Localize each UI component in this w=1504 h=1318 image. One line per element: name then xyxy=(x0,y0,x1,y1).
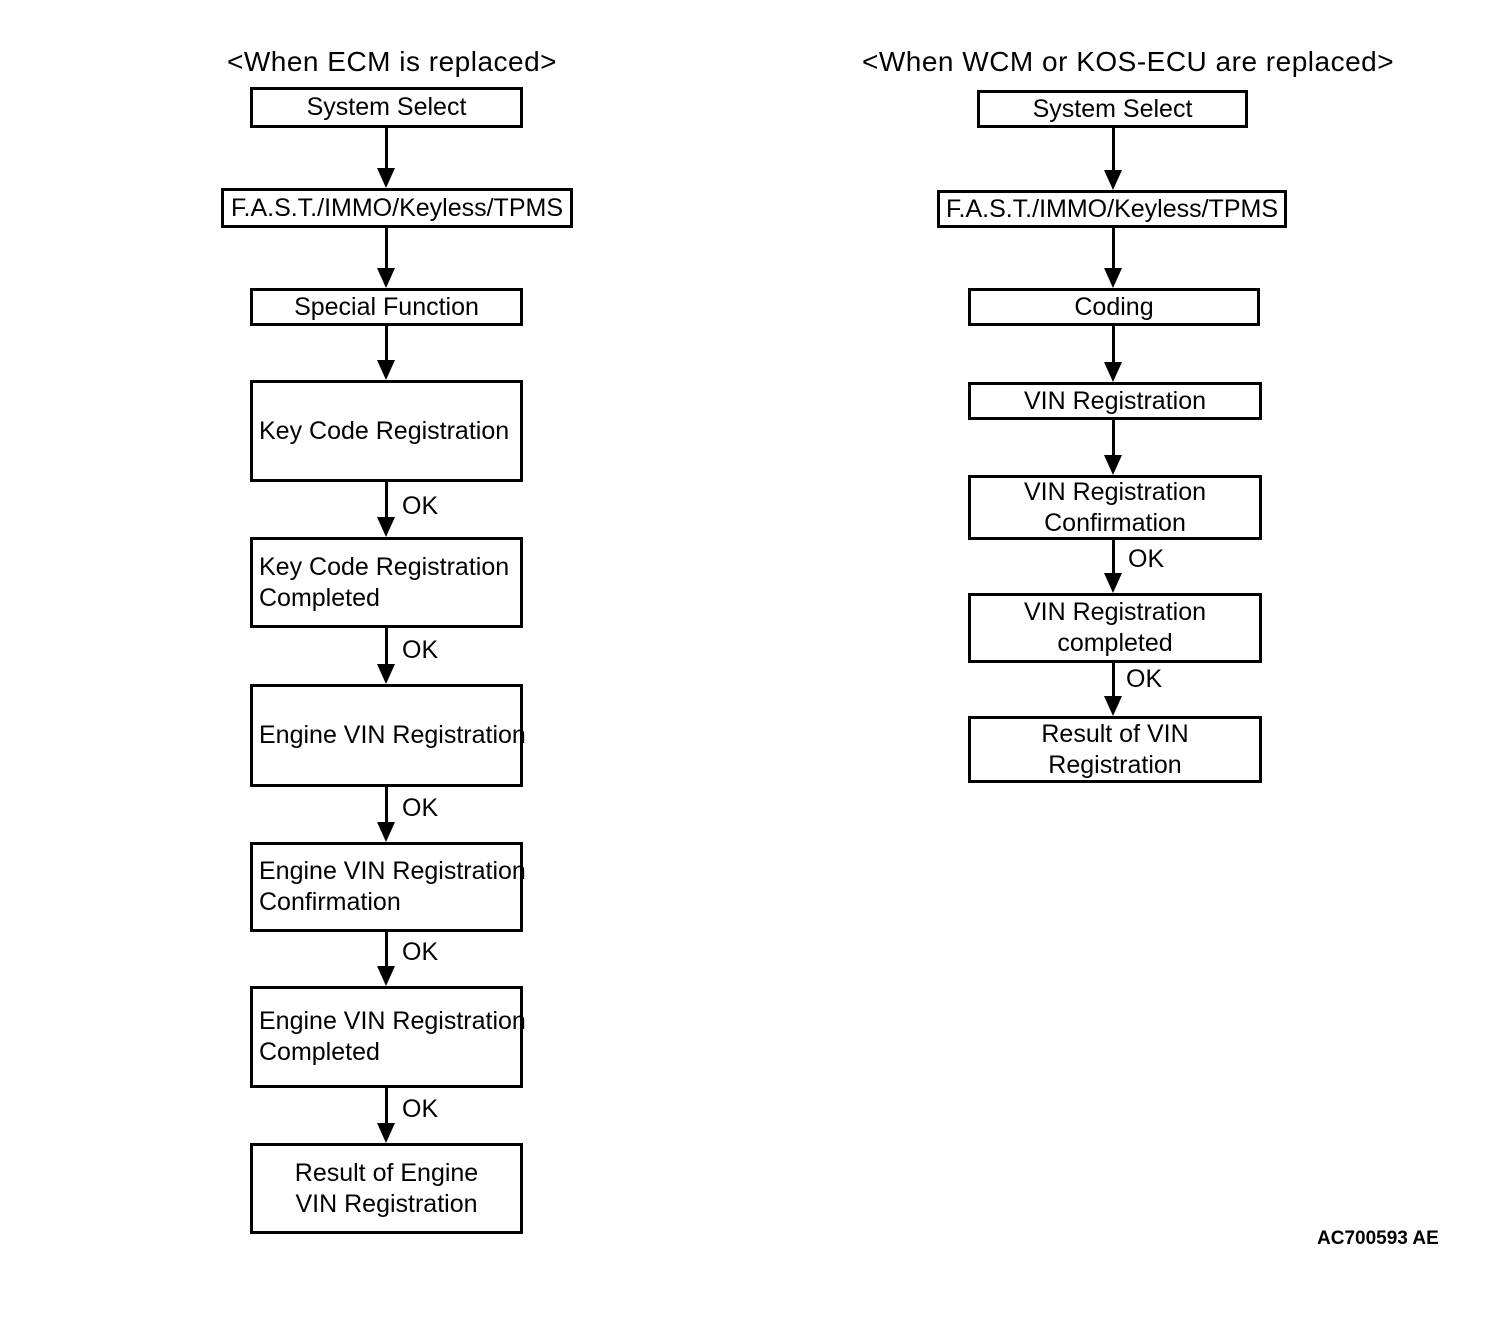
figure-code: AC700593 AE xyxy=(1317,1228,1439,1249)
arrow-shaft xyxy=(385,932,388,968)
arrow-down-icon xyxy=(377,1123,395,1143)
flow-node-label: Result of VIN xyxy=(1041,719,1189,748)
arrow-down-icon xyxy=(1104,696,1122,716)
edge-label-ok: OK xyxy=(1128,545,1165,573)
flow-node-fast-immo-keyless-tpms: F.A.S.T./IMMO/Keyless/TPMS xyxy=(221,188,573,228)
edge-label-ok: OK xyxy=(1126,665,1163,693)
arrow-down-icon xyxy=(1104,362,1122,382)
flow-node-label: VIN Registration xyxy=(1023,598,1207,626)
arrow-shaft xyxy=(1112,326,1115,364)
left-chart-title: <When ECM is replaced> xyxy=(227,46,558,77)
arrow-shaft xyxy=(385,326,388,362)
flow-node-fast-immo-keyless-tpms: F.A.S.T./IMMO/Keyless/TPMS xyxy=(937,190,1287,228)
flow-node-label: Confirmation xyxy=(259,888,401,916)
flow-node-label: Engine VIN Registration xyxy=(259,857,526,885)
flow-node-label: System Select xyxy=(1032,94,1193,123)
arrow-shaft xyxy=(385,628,388,666)
flow-node-label: Engine VIN Registration xyxy=(259,721,526,749)
flow-node-label: Coding xyxy=(1074,292,1154,321)
arrow-shaft xyxy=(385,482,388,519)
flow-node-label: F.A.S.T./IMMO/Keyless/TPMS xyxy=(946,194,1278,223)
flow-node-label: Confirmation xyxy=(1044,508,1186,537)
flow-node-system-select: System Select xyxy=(250,87,523,128)
flow-node-label: Completed xyxy=(259,1038,380,1066)
arrow-shaft xyxy=(385,1088,388,1125)
flow-node-label: Engine VIN Registration xyxy=(259,1007,526,1035)
arrow-shaft xyxy=(385,228,388,270)
edge-label-ok: OK xyxy=(402,492,439,520)
flow-node-label: Key Code Registration xyxy=(259,552,510,581)
arrow-down-icon xyxy=(377,517,395,537)
flow-node-label: VIN Registration xyxy=(1023,477,1207,506)
flow-node-key-code-registration-completed: Key Code Registration Completed xyxy=(250,537,523,628)
flow-node-label: Result of Engine xyxy=(294,1158,479,1187)
flow-node-label: Completed xyxy=(259,583,380,612)
flow-node-label: completed xyxy=(1057,629,1173,657)
flow-node-label: VIN Registration xyxy=(295,1189,478,1218)
arrow-shaft xyxy=(1112,228,1115,270)
flow-node-vin-registration: VIN Registration xyxy=(968,382,1262,420)
arrow-down-icon xyxy=(1104,455,1122,475)
flow-node-coding: Coding xyxy=(968,288,1260,326)
arrow-shaft xyxy=(385,787,388,824)
flow-node-label: VIN Registration xyxy=(1023,386,1207,415)
flow-node-vin-registration-confirmation: VIN Registration Confirmation xyxy=(968,475,1262,540)
arrow-shaft xyxy=(1112,420,1115,457)
arrow-down-icon xyxy=(377,268,395,288)
flow-node-result-of-engine-vin-registration: Result of Engine VIN Registration xyxy=(250,1143,523,1234)
edge-label-ok: OK xyxy=(402,1095,439,1123)
arrow-shaft xyxy=(385,128,388,170)
flow-node-result-of-vin-registration: Result of VIN Registration xyxy=(968,716,1262,783)
edge-label-ok: OK xyxy=(402,938,439,966)
flow-node-special-function: Special Function xyxy=(250,288,523,326)
arrow-shaft xyxy=(1112,663,1115,698)
arrow-down-icon xyxy=(377,966,395,986)
flow-node-key-code-registration: Key Code Registration xyxy=(250,380,523,482)
right-chart-title: <When WCM or KOS-ECU are replaced> xyxy=(862,46,1395,77)
flow-node-label: F.A.S.T./IMMO/Keyless/TPMS xyxy=(231,193,563,222)
flow-node-engine-vin-registration: Engine VIN Registration xyxy=(250,684,526,787)
flow-node-label: System Select xyxy=(306,93,467,121)
arrow-down-icon xyxy=(1104,268,1122,288)
flow-node-vin-registration-completed: VIN Registration completed xyxy=(968,593,1262,663)
flow-node-label: Registration xyxy=(1048,750,1182,779)
edge-label-ok: OK xyxy=(402,636,439,664)
arrow-down-icon xyxy=(377,664,395,684)
flow-node-label: Special Function xyxy=(294,292,479,321)
arrow-down-icon xyxy=(377,168,395,188)
flow-node-engine-vin-registration-confirmation: Engine VIN Registration Confirmation xyxy=(250,842,526,932)
flow-node-system-select: System Select xyxy=(977,90,1248,128)
arrow-down-icon xyxy=(1104,170,1122,190)
edge-label-ok: OK xyxy=(402,794,439,822)
arrow-down-icon xyxy=(1104,573,1122,593)
arrow-shaft xyxy=(1112,128,1115,172)
arrow-down-icon xyxy=(377,822,395,842)
arrow-shaft xyxy=(1112,540,1115,575)
flow-node-label: Key Code Registration xyxy=(259,416,510,445)
arrow-down-icon xyxy=(377,360,395,380)
flow-node-engine-vin-registration-completed: Engine VIN Registration Completed xyxy=(250,986,526,1088)
